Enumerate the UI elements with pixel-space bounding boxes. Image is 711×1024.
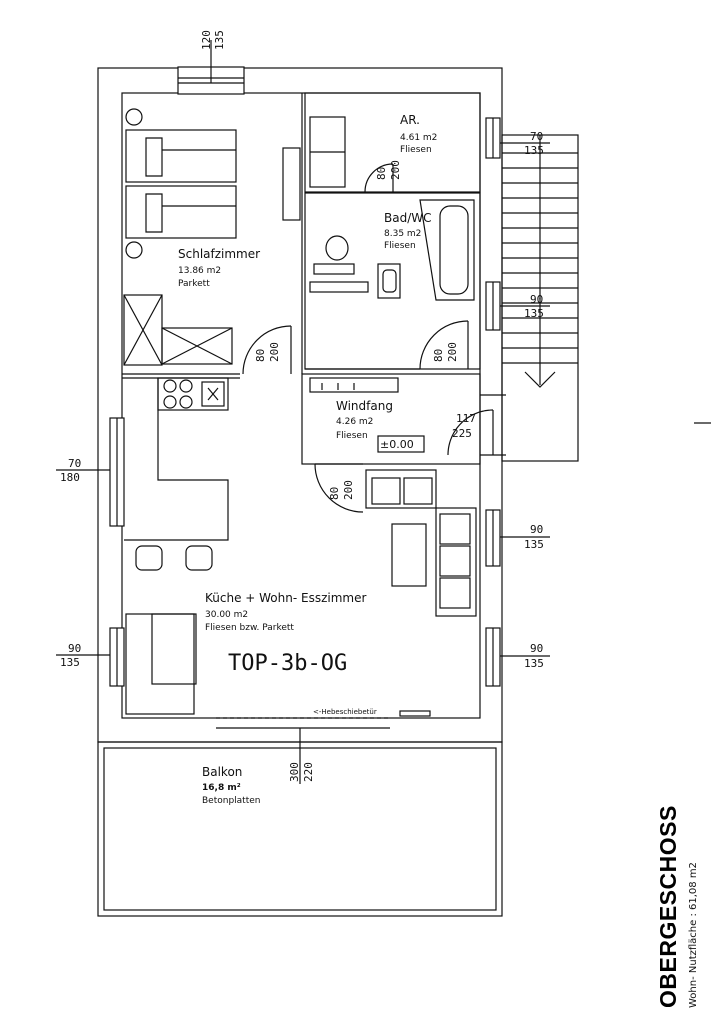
unit-label: TOP-3b-OG — [228, 651, 347, 676]
room-windfang-area: 4.26 m2 — [336, 417, 373, 427]
dresser — [123, 294, 233, 366]
room-ar-area: 4.61 m2 — [400, 133, 437, 143]
room-ar-name: AR. — [400, 113, 420, 127]
dim-right-1-w: 90 — [530, 523, 543, 536]
kitchen-counter — [124, 377, 229, 541]
inner-wall — [121, 92, 481, 719]
double-bed — [125, 129, 237, 239]
dim-right-2-h: 135 — [524, 657, 544, 670]
toilet — [313, 235, 355, 275]
dim-stair-2-h: 135 — [524, 307, 544, 320]
dim-stair-1-h: 135 — [524, 144, 544, 157]
room-kueche-floor: Fliesen bzw. Parkett — [205, 623, 294, 633]
dim-balkon-door-w: 300 — [288, 762, 301, 782]
sliding-door-note: <-Hebeschiebetür — [313, 708, 377, 716]
dim-right-2-w: 90 — [530, 642, 543, 655]
windfang-walls — [301, 373, 481, 465]
lamp-icon — [125, 241, 143, 259]
dim-right-1-h: 135 — [524, 538, 544, 551]
room-schlaf-name: Schlafzimmer — [178, 247, 260, 261]
room-balkon-area: 16,8 m² — [202, 783, 241, 793]
dim-door-bad-h: 200 — [446, 342, 459, 362]
top-window — [177, 40, 245, 95]
room-kueche-name: Küche + Wohn- Esszimmer — [205, 591, 366, 605]
dim-door-schlaf-h: 200 — [268, 342, 281, 362]
stool — [185, 545, 213, 571]
room-schlaf-area: 13.86 m2 — [178, 266, 221, 276]
dining-table — [125, 613, 197, 715]
wardrobe — [282, 147, 301, 221]
plan-title: OBERGESCHOSS — [655, 805, 681, 1008]
room-bad-name: Bad/WC — [384, 211, 432, 225]
entry-door — [447, 394, 506, 456]
bathtub — [419, 199, 475, 301]
room-bad-floor: Fliesen — [384, 241, 416, 251]
dim-left-2-h: 135 — [60, 656, 80, 669]
dim-door-entry-h: 225 — [452, 427, 472, 440]
dim-left-1-h: 180 — [60, 471, 80, 484]
dim-stair-2-w: 90 — [530, 293, 543, 306]
room-bad-area: 8.35 m2 — [384, 229, 421, 239]
dim-door-wohn-w: 80 — [328, 487, 341, 500]
plan-subtitle: Wohn- Nutzfläche : 61,08 m2 — [688, 862, 699, 1008]
lamp-icon — [125, 108, 143, 126]
room-ar-floor: Fliesen — [400, 145, 432, 155]
dim-door-ar-h: 200 — [389, 160, 402, 180]
dim-stair-1-w: 70 — [530, 130, 543, 143]
dim-balkon-door-h: 220 — [302, 762, 315, 782]
level-mark: ±0.00 — [380, 438, 414, 451]
sofa — [365, 469, 477, 617]
dim-door-schlaf-w: 80 — [254, 349, 267, 362]
coat-rack — [309, 377, 399, 393]
dim-door-wohn-h: 200 — [342, 480, 355, 500]
room-kueche-area: 30.00 m2 — [205, 610, 248, 620]
room-windfang-floor: Fliesen — [336, 431, 368, 441]
dim-left-2-w: 90 — [68, 642, 81, 655]
room-balkon-name: Balkon — [202, 765, 242, 779]
dim-top-window-h: 135 — [213, 30, 226, 50]
dim-door-bad-w: 80 — [432, 349, 445, 362]
dim-top-window-w: 120 — [200, 30, 213, 50]
room-schlaf-floor: Parkett — [178, 279, 210, 289]
dim-left-1-w: 70 — [68, 457, 81, 470]
room-windfang-name: Windfang — [336, 399, 393, 413]
dim-door-entry-w: 117 — [456, 412, 476, 425]
dim-door-ar-w: 80 — [375, 167, 388, 180]
staircase — [501, 134, 579, 462]
room-balkon-floor: Betonplatten — [202, 796, 260, 806]
sink — [377, 263, 401, 299]
stool — [135, 545, 163, 571]
